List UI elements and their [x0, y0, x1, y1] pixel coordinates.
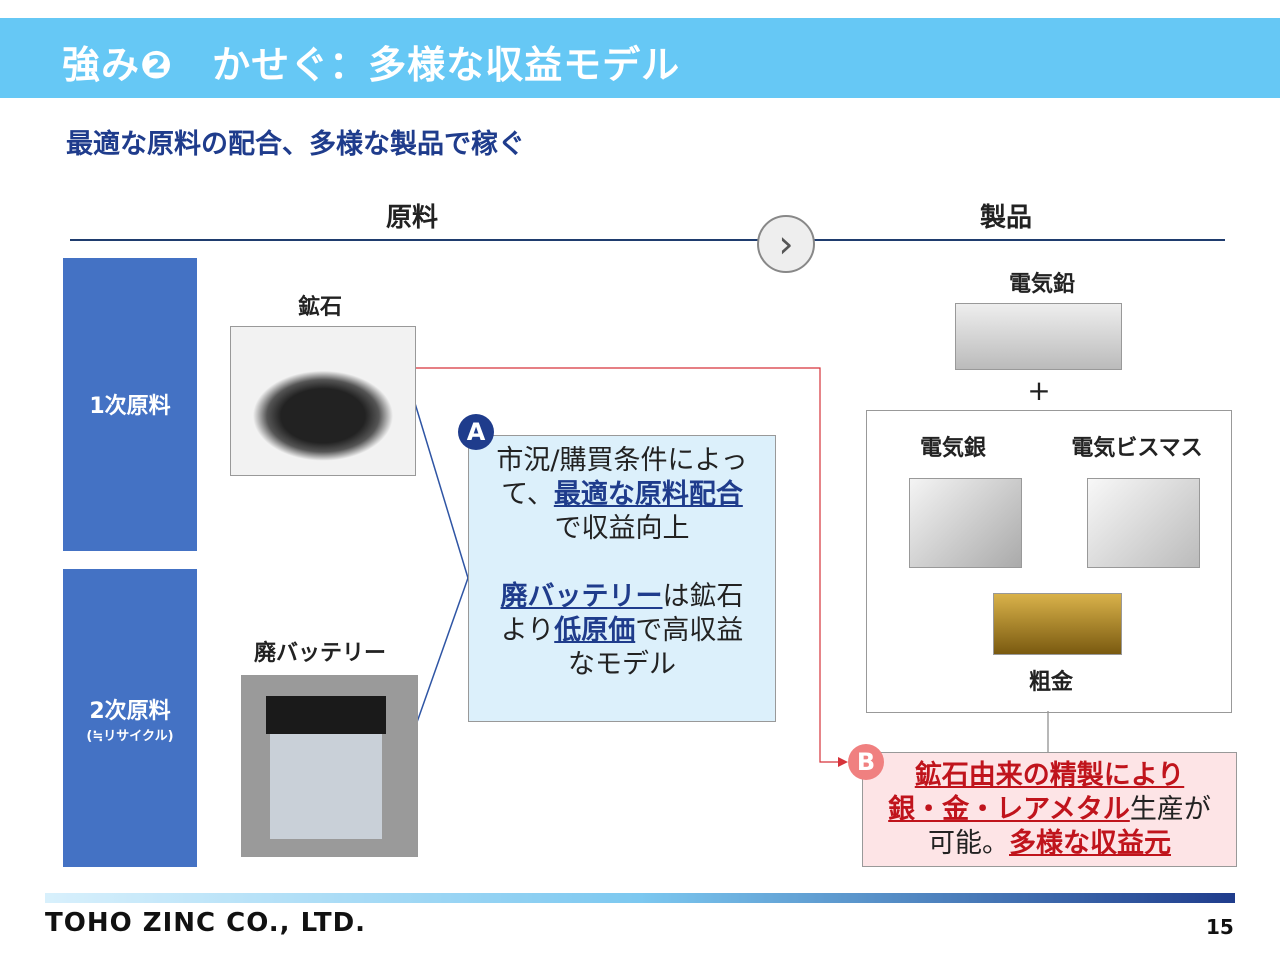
secondary-label: 2次原料	[89, 699, 171, 724]
ore-label: 鉱石	[297, 295, 343, 320]
box-a-highlight: 低原価	[554, 615, 636, 646]
battery-image	[241, 675, 418, 857]
box-a-highlight: 最適な原料配合	[553, 479, 743, 510]
battery-label: 廃バッテリー	[253, 641, 387, 666]
materials-heading: 原料	[385, 203, 439, 233]
footer-bar	[45, 893, 1235, 903]
page-number: 15	[1206, 915, 1234, 939]
battery-to-a-line	[415, 577, 469, 726]
badge-b: B	[848, 744, 884, 780]
company-logo: TOHO ZINC CO., LTD.	[45, 908, 367, 938]
lead-label: 電気鉛	[1008, 272, 1076, 297]
products-heading: 製品	[979, 203, 1033, 233]
byproducts-box	[866, 410, 1232, 713]
secondary-material-block: 2次原料 (≒リサイクル)	[63, 569, 197, 867]
box-a-text: て、	[501, 479, 554, 510]
box-a-line: なモデル	[568, 649, 676, 680]
box-b-text: 可能。	[928, 828, 1009, 859]
box-a-text: で高収益	[635, 615, 744, 646]
slide-subtitle: 最適な原料の配合、多様な製品で稼ぐ	[66, 129, 525, 160]
box-b-highlight: 多様な収益元	[1009, 828, 1171, 859]
box-a-text: は鉱石	[662, 581, 744, 612]
bismuth-label: 電気ビスマス	[1071, 436, 1203, 461]
slide-title: 強み❷ かせぐ：多様な収益モデル	[62, 43, 681, 87]
badge-a: A	[458, 414, 494, 450]
primary-label: 1次原料	[89, 394, 171, 419]
bismuth-image	[1087, 478, 1200, 568]
ore-to-b-line	[414, 367, 842, 763]
secondary-note: (≒リサイクル)	[86, 729, 174, 744]
box-b-text: 生産が	[1129, 794, 1211, 825]
ore-image	[230, 326, 416, 476]
box-a: 市況/購買条件によっ て、最適な原料配合 で収益向上 廃バッテリーは鉱石 より低…	[468, 435, 776, 722]
box-a-line: で収益向上	[554, 513, 690, 544]
primary-material-block: 1次原料	[63, 258, 197, 551]
gold-image	[993, 593, 1122, 655]
ore-to-a-line	[413, 399, 469, 579]
box-b: 鉱石由来の精製により 銀・金・レアメタル生産が 可能。多様な収益元	[862, 752, 1237, 867]
box-b-highlight: 鉱石由来の精製により	[914, 760, 1185, 791]
plus-sign: +	[1027, 374, 1051, 407]
divider	[70, 239, 1225, 241]
gold-label: 粗金	[1028, 670, 1074, 695]
silver-label: 電気銀	[919, 436, 987, 461]
chevron-right-icon: ›	[757, 215, 815, 273]
lead-image	[955, 303, 1122, 370]
arrowhead-icon	[838, 757, 848, 767]
box-a-line: 市況/購買条件によっ	[496, 445, 748, 476]
box-a-text: より	[500, 615, 555, 646]
silver-image	[909, 478, 1022, 568]
box-b-highlight: 銀・金・レアメタル	[888, 794, 1130, 825]
box-a-highlight: 廃バッテリー	[500, 581, 663, 612]
title-bar	[0, 18, 1280, 98]
